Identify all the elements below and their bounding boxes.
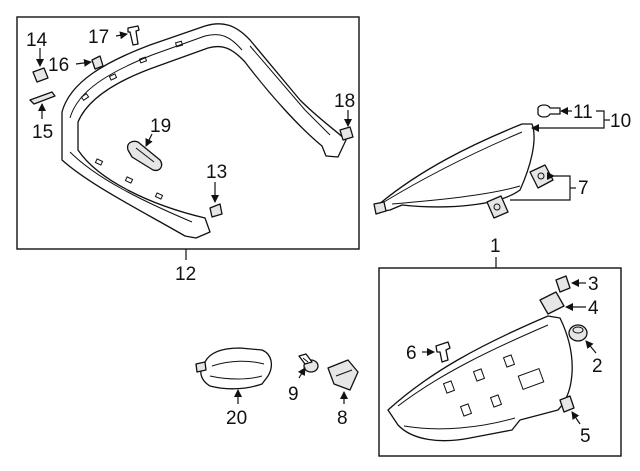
part-14-clip[interactable]	[32, 67, 49, 83]
part-20-lamp[interactable]	[195, 347, 273, 390]
part-7-nut-lower[interactable]	[486, 195, 509, 219]
group-box-1	[378, 267, 622, 457]
callout-7: 7	[578, 178, 589, 199]
callout-6: 6	[406, 343, 417, 364]
part-4-pad[interactable]	[539, 291, 565, 315]
callout-16: 16	[48, 55, 69, 76]
callout-5: 5	[580, 426, 591, 447]
callout-14: 14	[26, 30, 48, 51]
part-19-handle-insert[interactable]	[126, 140, 163, 172]
part-10-cargo-cover[interactable]	[373, 123, 535, 215]
part-15-clip[interactable]	[29, 91, 56, 105]
callout-13: 13	[206, 162, 227, 183]
part-7-nut-upper[interactable]	[529, 164, 554, 189]
part-2-bumper[interactable]	[568, 324, 588, 342]
part-18-clip[interactable]	[339, 126, 354, 141]
callout-9: 9	[288, 384, 299, 405]
callout-8: 8	[337, 408, 348, 429]
callout-17: 17	[88, 27, 109, 48]
group-box-12	[16, 16, 360, 250]
callout-19: 19	[150, 116, 171, 137]
part-8-bracket[interactable]	[327, 359, 359, 391]
callout-2: 2	[592, 356, 603, 377]
part-5-plug[interactable]	[559, 395, 575, 413]
callout-10: 10	[610, 111, 631, 132]
callout-15: 15	[32, 122, 53, 143]
part-6-pin[interactable]	[435, 341, 451, 363]
part-13-clip[interactable]	[209, 203, 223, 218]
callout-18: 18	[334, 91, 355, 112]
callout-20: 20	[226, 408, 247, 429]
liftgate-frame-trim-part[interactable]	[61, 23, 347, 239]
part-1-lower-trim-panel[interactable]	[387, 315, 573, 442]
part-11-pin[interactable]	[537, 104, 561, 118]
part-17-pin[interactable]	[127, 25, 140, 46]
callout-3: 3	[588, 274, 599, 295]
part-16-plug[interactable]	[91, 55, 104, 70]
callout-12: 12	[175, 264, 196, 285]
part-3-clip[interactable]	[555, 275, 571, 293]
callout-1: 1	[490, 236, 501, 257]
callout-4: 4	[588, 298, 599, 319]
callout-11: 11	[573, 102, 593, 123]
part-9-screw[interactable]	[298, 353, 319, 373]
